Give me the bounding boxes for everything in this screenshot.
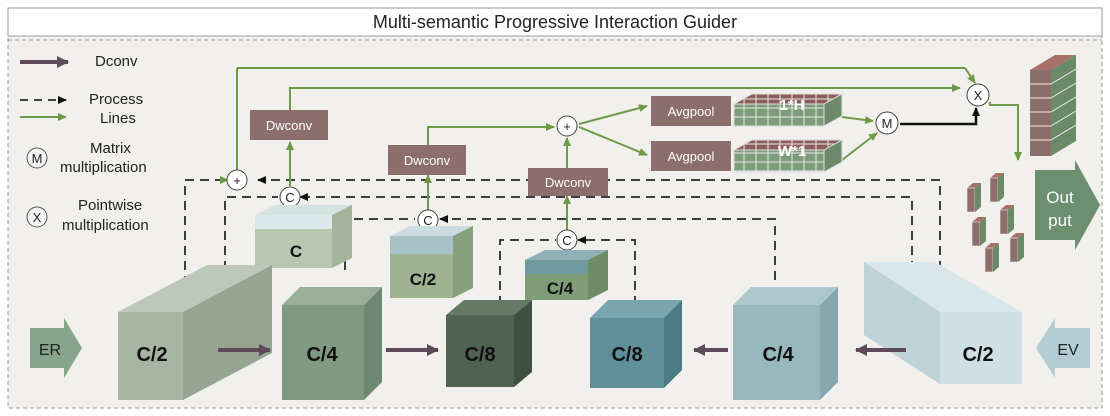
tensor-1xh: 1*H bbox=[732, 93, 844, 127]
matmul-op: M bbox=[875, 111, 899, 135]
svg-text:X: X bbox=[974, 88, 983, 103]
avgpool-box-1: Avgpool bbox=[651, 96, 731, 126]
small-feature-cube bbox=[966, 183, 981, 213]
process-dashed-lines bbox=[184, 176, 941, 305]
small-feature-cube bbox=[1009, 233, 1024, 263]
svg-text:C: C bbox=[423, 213, 432, 228]
concat-block-c2-label: C/2 bbox=[410, 270, 436, 289]
ev-input-arrow: EV bbox=[1036, 318, 1090, 378]
output-feature-cube bbox=[1030, 55, 1077, 156]
ev-block-3-label: C/2 bbox=[962, 344, 993, 366]
svg-text:Dwconv: Dwconv bbox=[545, 175, 592, 190]
small-feature-cube bbox=[989, 173, 1004, 203]
avgpool-box-2: Avgpool bbox=[651, 141, 731, 171]
tensor-wx1: W*1 bbox=[732, 139, 844, 173]
er-block-2-label: C/4 bbox=[306, 344, 338, 366]
svg-text:C: C bbox=[562, 233, 571, 248]
concat-op-1: C bbox=[279, 186, 301, 208]
er-block-2: C/4 bbox=[282, 287, 382, 400]
small-feature-cube bbox=[999, 205, 1014, 235]
svg-text:C: C bbox=[285, 190, 294, 205]
mul-op: X bbox=[966, 83, 990, 107]
er-block-1-label: C/2 bbox=[136, 344, 167, 366]
process-solid-lines bbox=[220, 67, 1022, 232]
concat-block-c-label: C bbox=[290, 242, 302, 261]
matrix-legend-icon bbox=[26, 147, 48, 169]
svg-text:+: + bbox=[563, 119, 571, 134]
ev-block-1: C/8 bbox=[590, 300, 682, 388]
svg-text:M: M bbox=[32, 151, 43, 166]
er-input-label: ER bbox=[39, 342, 61, 359]
concat-block-c4-label: C/4 bbox=[547, 279, 574, 298]
er-block-3-label: C/8 bbox=[464, 344, 495, 366]
ev-block-1-label: C/8 bbox=[611, 344, 642, 366]
pointwise-legend-icon bbox=[26, 206, 48, 228]
title-bar bbox=[7, 7, 1103, 37]
concat-block-c4: C/4 bbox=[525, 250, 608, 300]
concat-block-c: C bbox=[255, 205, 352, 268]
add-op-2: + bbox=[556, 115, 578, 137]
er-input-arrow: ER bbox=[30, 318, 82, 378]
svg-text:Avgpool: Avgpool bbox=[668, 104, 715, 119]
ev-block-2-label: C/4 bbox=[762, 344, 794, 366]
tensor-1xh-label: 1*H bbox=[779, 97, 804, 114]
concat-block-c2: C/2 bbox=[390, 226, 473, 298]
small-feature-cube bbox=[971, 217, 986, 247]
matmul-to-mul-arrow bbox=[900, 107, 980, 126]
dwconv-box-1: Dwconv bbox=[250, 110, 328, 140]
legend-dconv-label: Dconv bbox=[95, 53, 138, 70]
er-block-1: C/2 bbox=[118, 265, 272, 400]
dwconv-box-2: Dwconv bbox=[388, 145, 466, 175]
scattered-feature-cubes bbox=[966, 173, 1024, 273]
concat-op-3: C bbox=[556, 229, 578, 251]
ev-block-3: C/2 bbox=[864, 262, 1022, 384]
ev-input-label: EV bbox=[1057, 342, 1079, 359]
small-feature-cube bbox=[984, 243, 999, 273]
svg-text:X: X bbox=[33, 210, 42, 225]
dwconv-box-3: Dwconv bbox=[528, 168, 608, 196]
add-op-1: + bbox=[226, 169, 248, 191]
svg-text:Avgpool: Avgpool bbox=[668, 149, 715, 164]
svg-text:Dwconv: Dwconv bbox=[266, 118, 313, 133]
svg-text:Dwconv: Dwconv bbox=[404, 153, 451, 168]
svg-text:M: M bbox=[882, 116, 893, 131]
tensor-wx1-label: W*1 bbox=[778, 143, 806, 160]
er-block-3: C/8 bbox=[446, 300, 532, 387]
svg-text:+: + bbox=[233, 173, 241, 188]
ev-block-2: C/4 bbox=[733, 287, 838, 400]
diagram-title: Multi-semantic Progressive Interaction G… bbox=[373, 12, 737, 32]
